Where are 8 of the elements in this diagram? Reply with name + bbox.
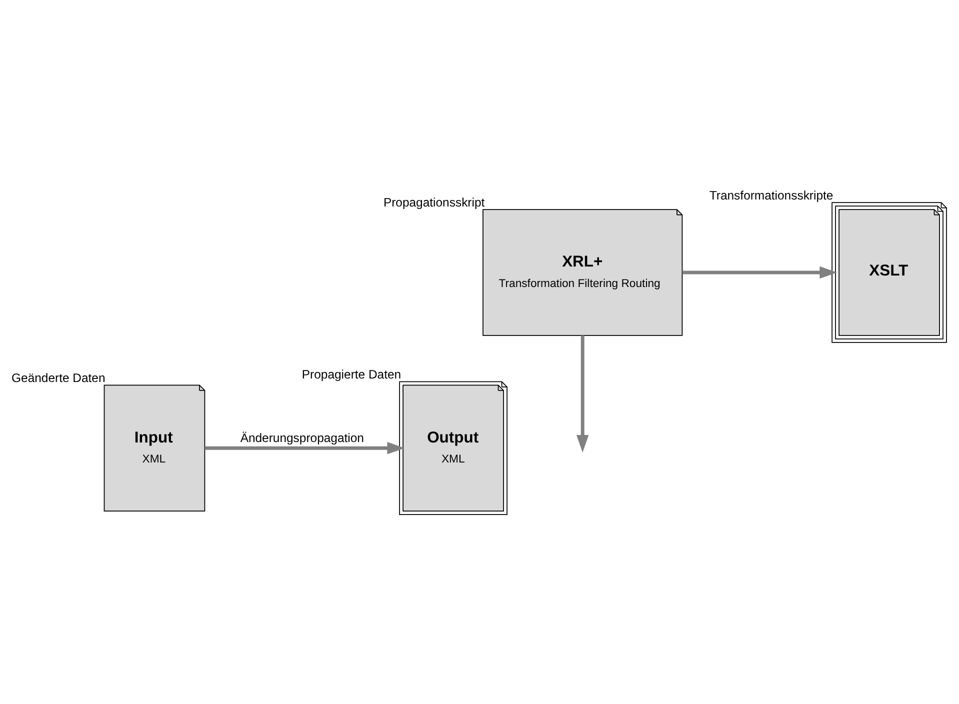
arrow — [576, 335, 589, 452]
node-label: Transformationsskripte — [709, 188, 834, 202]
arrow — [204, 442, 405, 454]
arrow — [682, 266, 838, 279]
node-label: Geänderte Daten — [12, 370, 106, 385]
node-label: Propagationsskript — [383, 195, 485, 210]
edge-label: Änderungspropagation — [240, 431, 364, 446]
node-label: Propagierte Daten — [302, 367, 402, 382]
